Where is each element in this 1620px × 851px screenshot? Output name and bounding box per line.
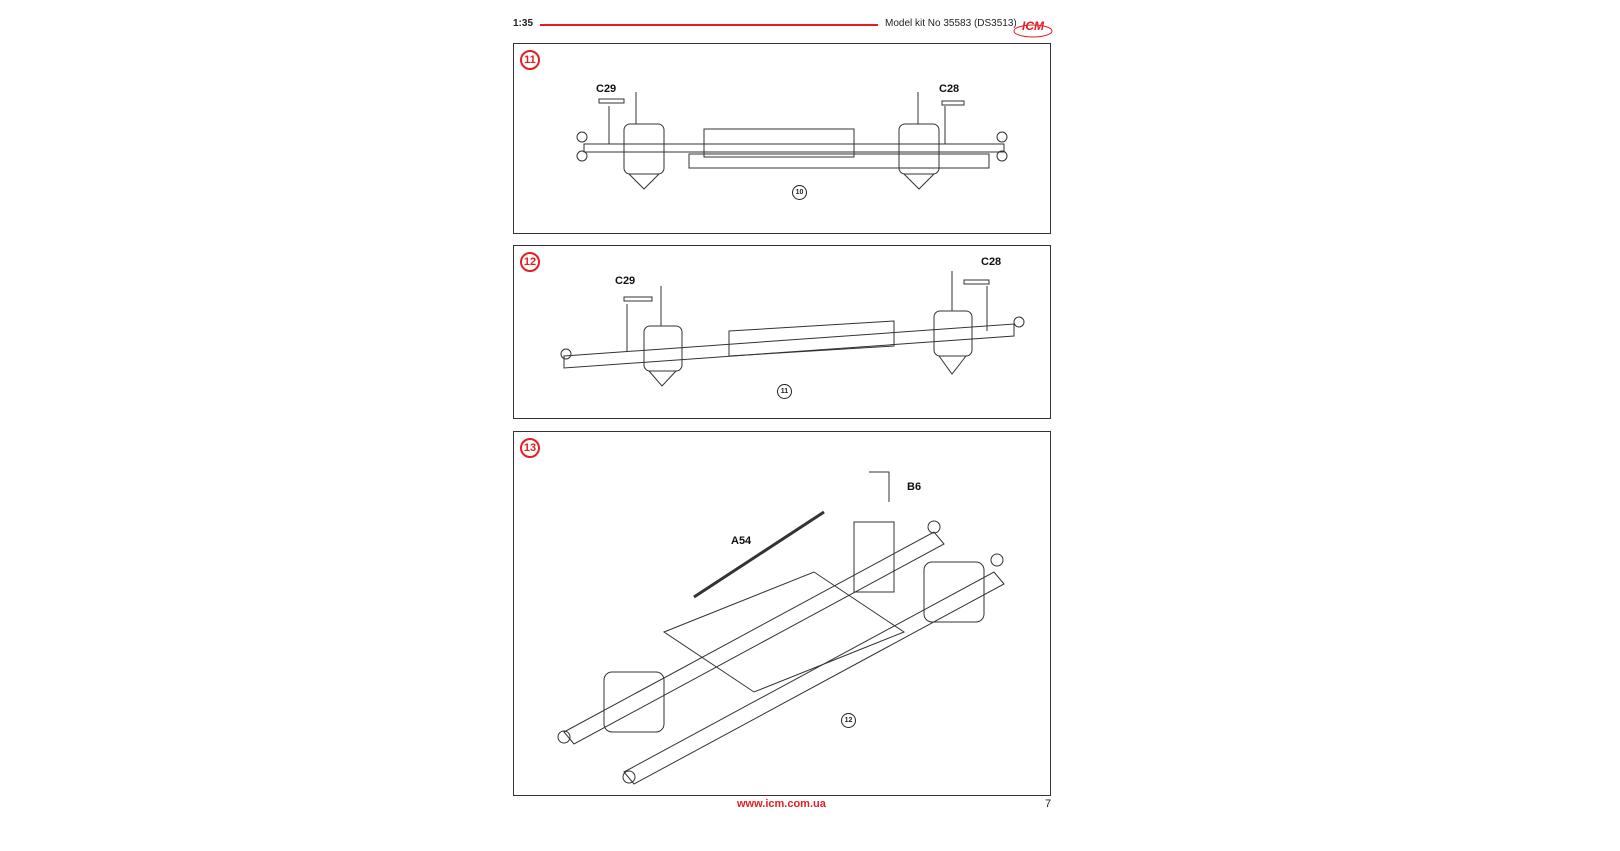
- previous-step-ref: 12: [841, 713, 856, 728]
- step-12-panel: 12 C29 C28 11: [513, 245, 1051, 419]
- step-number: 11: [520, 50, 540, 70]
- part-label: C28: [981, 256, 1002, 268]
- footer-website-link[interactable]: www.icm.com.ua: [737, 798, 826, 810]
- previous-step-ref: 11: [777, 384, 792, 399]
- part-label: C28: [939, 83, 960, 95]
- step-13-panel: 13 B6 A54 12: [513, 431, 1051, 796]
- chassis-angled-view-drawing: [560, 271, 1025, 387]
- step-11-panel: 11 C29 C28 10: [513, 43, 1051, 234]
- part-label: B6: [907, 481, 922, 493]
- svg-text:ICM: ICM: [1022, 19, 1045, 33]
- part-label: C29: [596, 83, 617, 95]
- chassis-isometric-view-drawing: [557, 471, 1005, 785]
- part-label: C29: [615, 275, 636, 287]
- step-number: 12: [520, 252, 540, 272]
- part-label: A54: [731, 535, 752, 547]
- page-number: 7: [1045, 798, 1052, 810]
- header-model-number: Model kit No 35583 (DS3513): [885, 18, 1017, 29]
- icm-logo: ICM: [1013, 19, 1053, 38]
- previous-step-ref: 10: [792, 185, 807, 200]
- header-divider: [540, 24, 878, 26]
- step-number: 13: [520, 438, 540, 458]
- header-scale: 1:35: [513, 18, 534, 29]
- chassis-side-view-drawing: [576, 92, 1008, 190]
